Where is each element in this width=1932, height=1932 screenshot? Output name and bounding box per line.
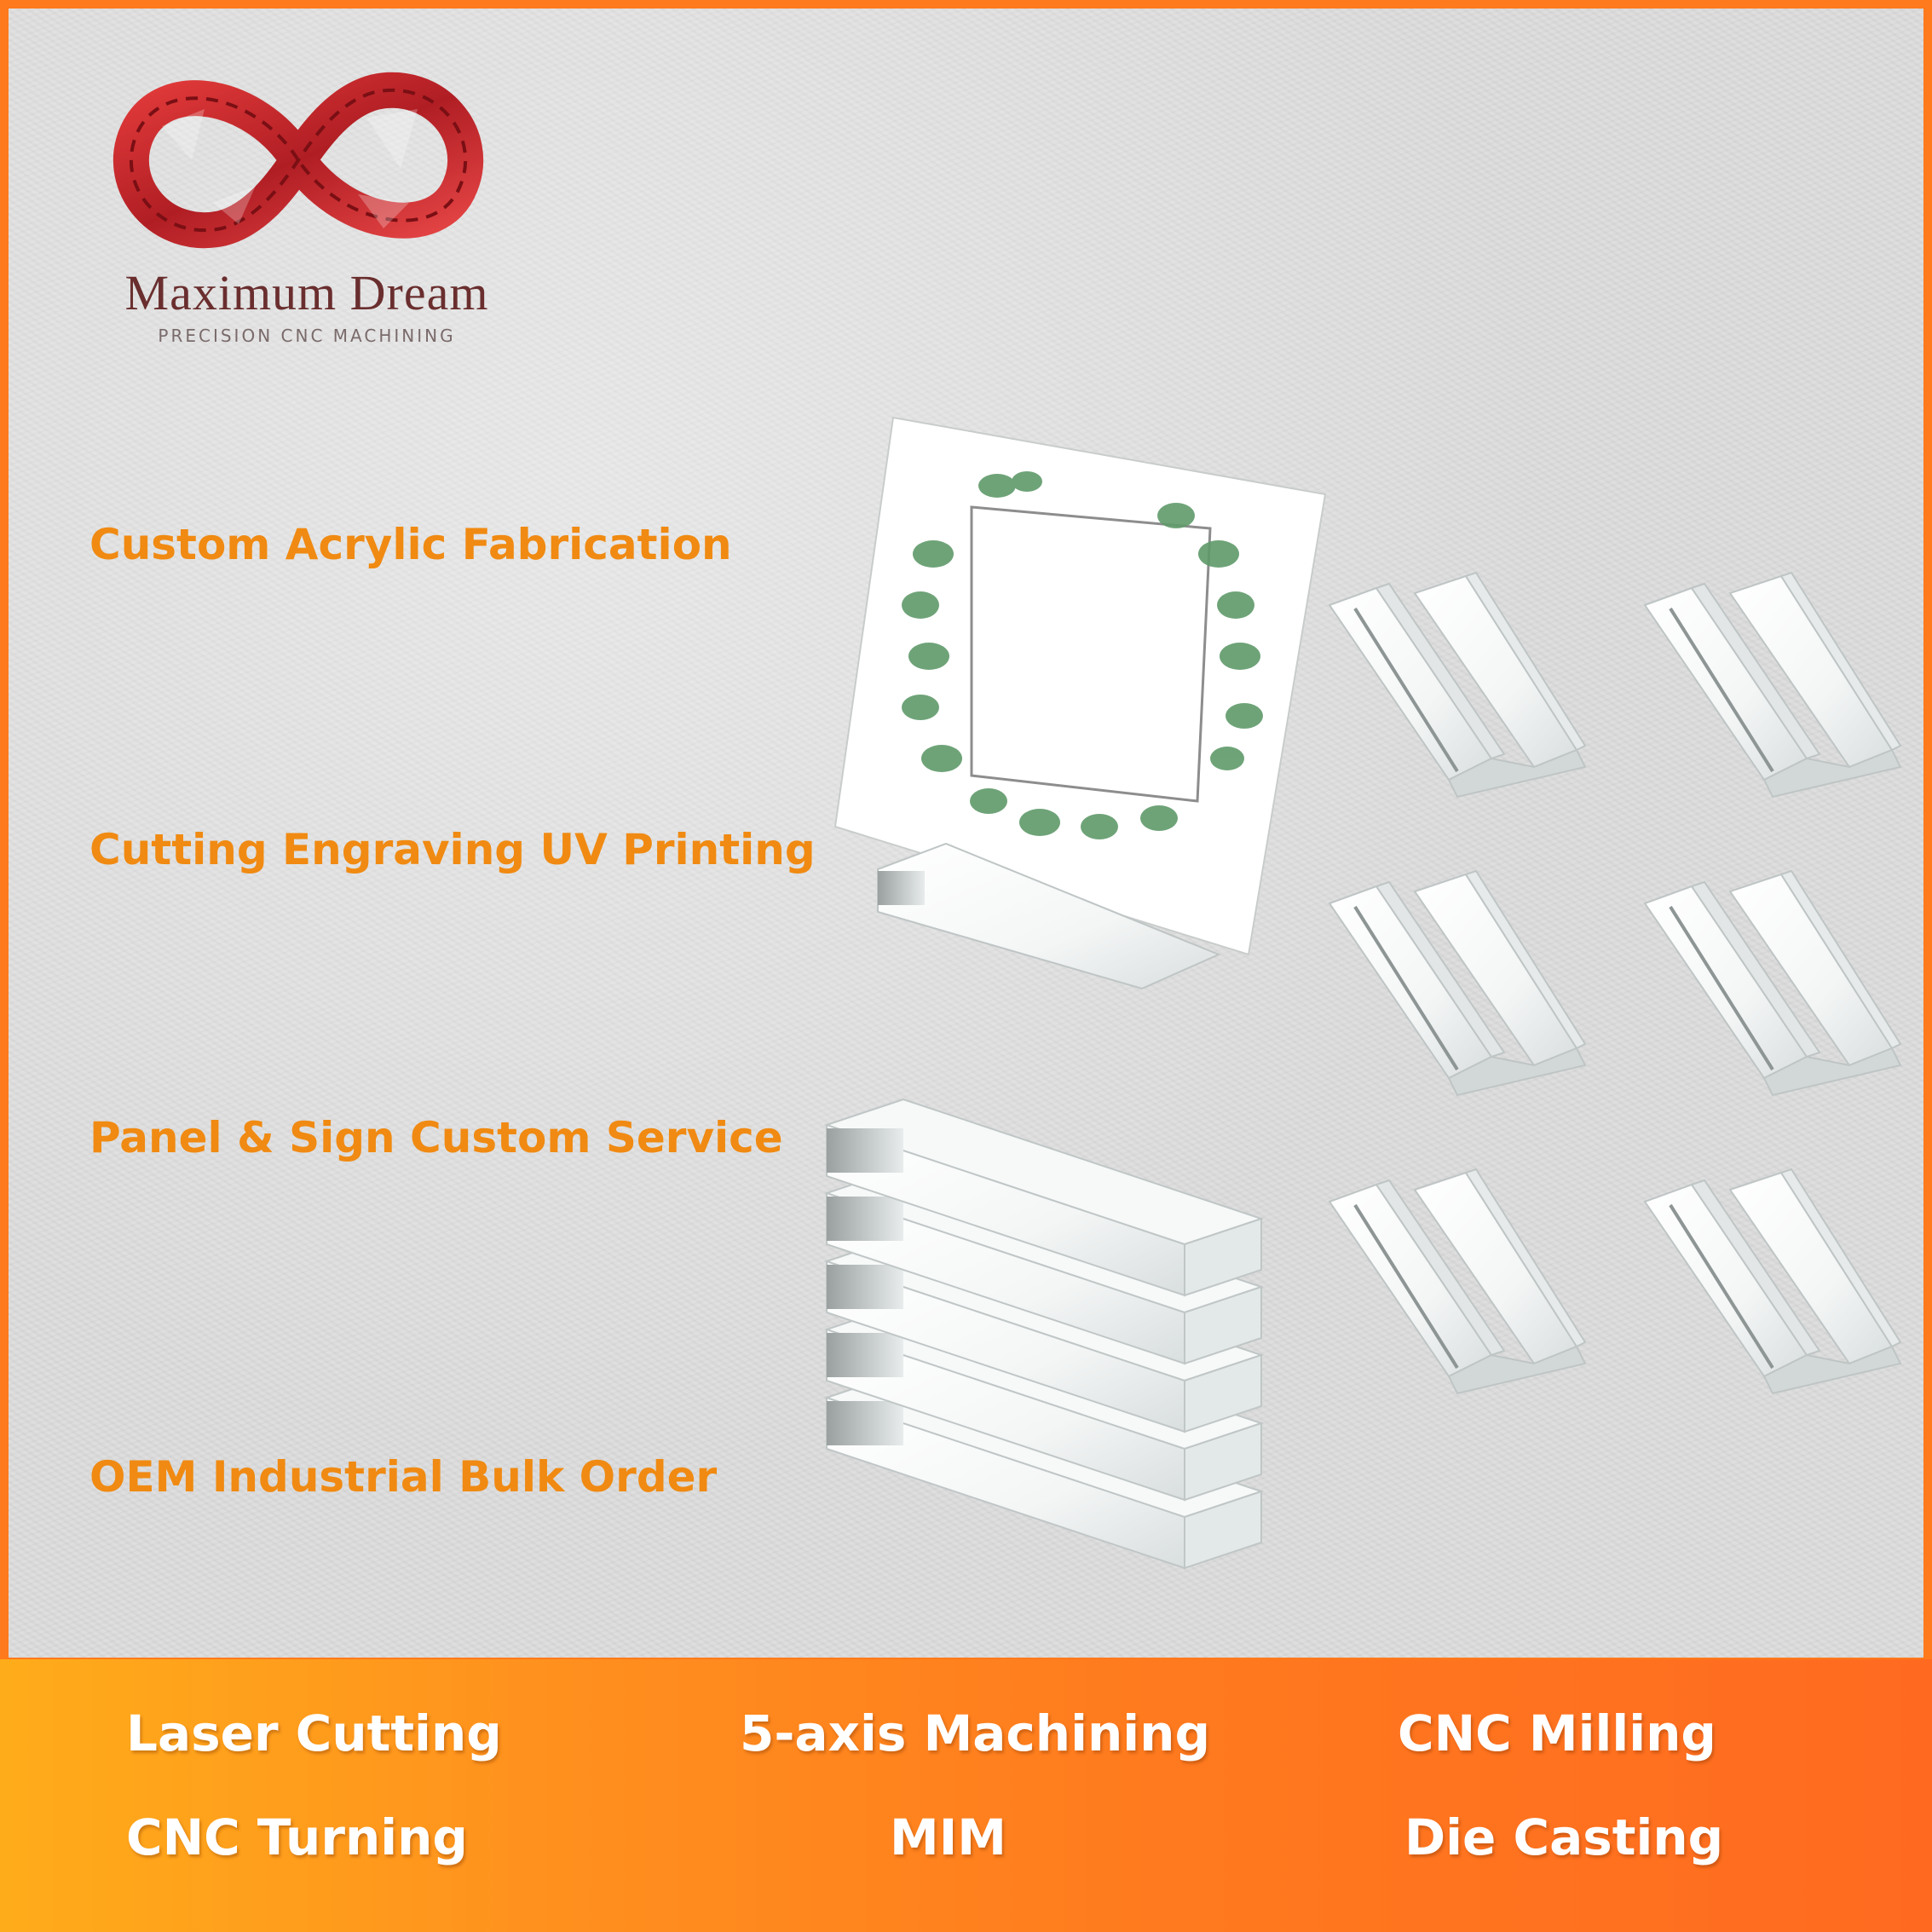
feature-oem-bulk: OEM Industrial Bulk Order xyxy=(89,1452,718,1502)
brand-tagline: PRECISION CNC MACHINING xyxy=(158,326,456,346)
brand-name: Maximum Dream xyxy=(124,265,489,320)
service-cnc-milling: CNC Milling xyxy=(1398,1704,1716,1762)
service-cnc-turning: CNC Turning xyxy=(126,1808,468,1866)
service-laser-cutting: Laser Cutting xyxy=(126,1704,502,1762)
feature-acrylic-fabrication: Custom Acrylic Fabrication xyxy=(89,520,732,569)
feature-cutting-engraving: Cutting Engraving UV Printing xyxy=(89,825,816,874)
service-5-axis-machining: 5-axis Machining xyxy=(740,1704,1210,1762)
product-canvas: Maximum Dream PRECISION CNC MACHINING Cu… xyxy=(9,9,1923,1658)
service-mim: MIM xyxy=(890,1808,1007,1866)
feature-panel-sign: Panel & Sign Custom Service xyxy=(89,1113,783,1162)
acrylic-sign-card xyxy=(833,416,1327,990)
service-die-casting: Die Casting xyxy=(1404,1808,1724,1866)
services-band xyxy=(0,1659,1932,1932)
product-illustration xyxy=(826,416,1902,1569)
acrylic-stand-grid xyxy=(1328,571,1902,1395)
infinity-knot-icon xyxy=(113,72,483,248)
stacked-acrylic-blocks xyxy=(826,1099,1262,1569)
